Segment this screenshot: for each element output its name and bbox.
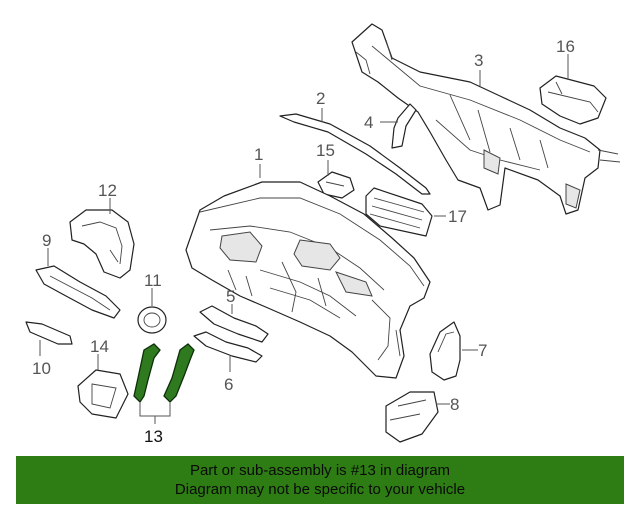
part-3-crossmember: [351, 23, 621, 215]
callout-17: 17: [448, 207, 467, 226]
part-15-clip: [317, 171, 355, 199]
part-13-highlighted-brackets: [133, 343, 195, 404]
part-11-round-insert: [137, 306, 167, 334]
part-14-vent-bezel: [77, 369, 129, 419]
callout-7: 7: [478, 341, 487, 360]
part-5-panel-strip: [199, 305, 269, 343]
callout-labels: 1 2 3 4 5 6 7 8 9 10 11 12 13 14 15 16 1…: [32, 37, 575, 446]
callout-8: 8: [450, 395, 459, 414]
callout-15: 15: [316, 141, 335, 160]
callout-2: 2: [316, 89, 325, 108]
callout-1: 1: [254, 145, 263, 164]
callout-3: 3: [474, 51, 483, 70]
callout-5: 5: [226, 287, 235, 306]
part-2-trim-strip: [279, 113, 431, 195]
part-8-door-panel: [385, 391, 439, 443]
part-16-airbag-module: [539, 75, 607, 125]
callout-10: 10: [32, 359, 51, 378]
part-4-bracket: [391, 103, 417, 149]
part-7-oval-cover: [429, 321, 461, 381]
callout-16: 16: [556, 37, 575, 56]
callout-14: 14: [90, 337, 109, 356]
part-17-vent-module: [365, 187, 433, 237]
part-1-instrument-panel: [185, 181, 431, 379]
part-9-side-trim: [35, 265, 121, 319]
leader-lines: [39, 54, 569, 424]
banner-line-disclaimer: Diagram may not be specific to your vehi…: [174, 481, 466, 498]
notice-banner: Part or sub-assembly is #13 in diagram D…: [16, 456, 624, 504]
part-6-panel-strip: [193, 331, 263, 363]
callout-6: 6: [224, 375, 233, 394]
callout-11: 11: [144, 271, 162, 290]
part-10-strip: [25, 321, 73, 345]
callout-12: 12: [98, 181, 117, 200]
callout-9: 9: [42, 231, 51, 250]
banner-line-part-info: Part or sub-assembly is #13 in diagram: [189, 462, 451, 479]
dashboard-parts-diagram: 1 2 3 4 5 6 7 8 9 10 11 12 13 14 15 16 1…: [25, 23, 621, 446]
part-12-cluster-hood: [69, 209, 135, 279]
callout-4: 4: [364, 113, 373, 132]
callout-13: 13: [144, 427, 163, 446]
